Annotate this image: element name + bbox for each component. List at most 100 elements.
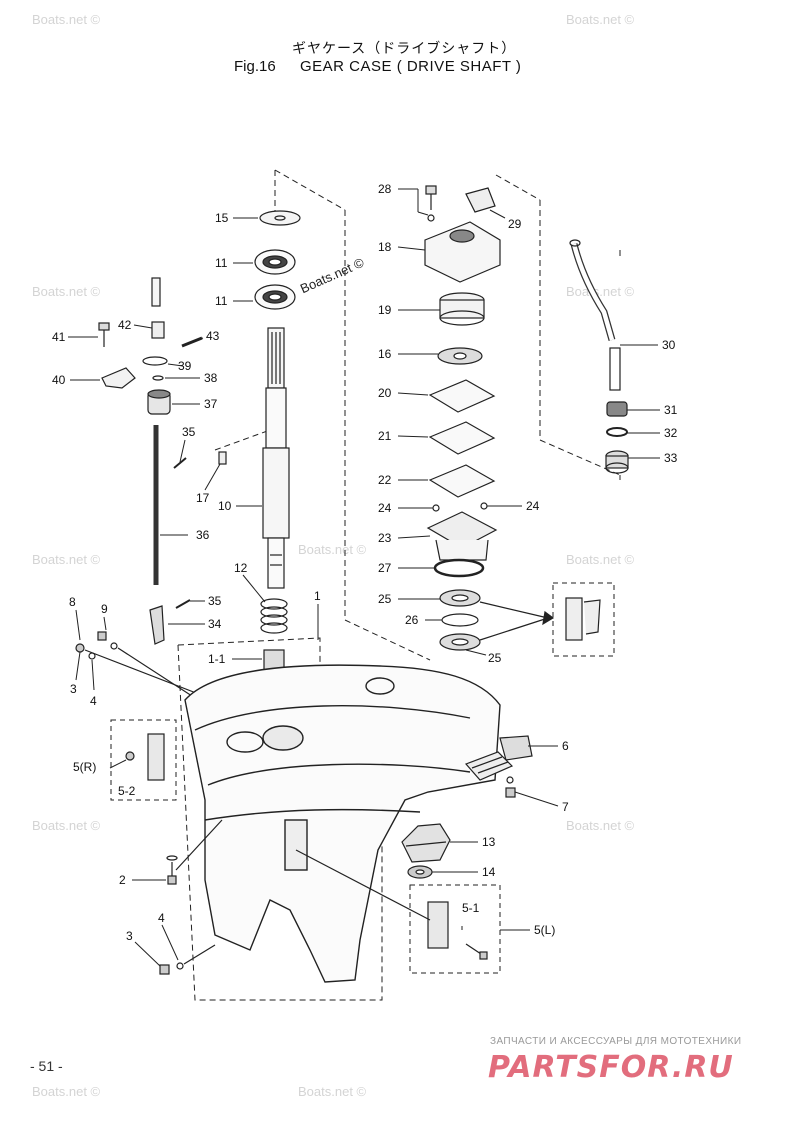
part-11-bearing-upper xyxy=(254,249,296,275)
part-label: 8 xyxy=(69,595,76,609)
part-label: 31 xyxy=(664,403,678,417)
part-11-bearing-lower xyxy=(254,284,296,310)
watermark: Boats.net © xyxy=(298,542,367,557)
part-34-shift-cam xyxy=(149,605,165,645)
part-7-bolt xyxy=(505,787,516,798)
part-label: 24 xyxy=(378,501,392,515)
watermark: Boats.net © xyxy=(566,818,635,833)
part-label: 15 xyxy=(215,211,229,225)
part-8-bolt xyxy=(97,631,107,641)
part-label: 4 xyxy=(90,694,97,708)
part-label: 40 xyxy=(52,373,66,387)
part-label: 35 xyxy=(208,594,222,608)
part-27-o-ring xyxy=(433,558,485,578)
part-label: 9 xyxy=(101,602,108,616)
part-label: 24 xyxy=(526,499,540,513)
part-pin-top xyxy=(151,277,161,307)
part-22-gasket xyxy=(428,464,496,498)
part-26-washer xyxy=(441,613,479,627)
part-33-grommet xyxy=(605,450,629,474)
seal-detail-box xyxy=(552,582,615,657)
part-1-gear-case xyxy=(184,664,501,983)
brand-tagline: ЗАПЧАСТИ И АКСЕССУАРЫ ДЛЯ МОТОТЕХНИКИ xyxy=(490,1036,742,1047)
part-label: 1-1 xyxy=(208,652,226,666)
part-label: 3 xyxy=(70,682,77,696)
part-label: 13 xyxy=(482,835,496,849)
part-7-washer xyxy=(506,776,514,784)
part-label: 1 xyxy=(314,589,321,603)
part-label: 29 xyxy=(508,217,522,231)
part-label: 12 xyxy=(234,561,248,575)
part-37-grommet xyxy=(147,389,171,415)
part-label: 5-2 xyxy=(118,784,136,798)
watermark: Boats.net © xyxy=(298,1084,367,1099)
part-label: 11 xyxy=(215,256,228,270)
part-35-pin-upper xyxy=(173,457,187,469)
watermark: Boats.net © xyxy=(32,552,101,567)
part-label: 39 xyxy=(178,359,192,373)
brand-logo: PARTSFOR.RU xyxy=(488,1050,734,1085)
part-5-1-screen xyxy=(427,901,449,949)
part-label: 16 xyxy=(378,347,392,361)
part-18-pump-case xyxy=(424,221,501,283)
part-6-anode xyxy=(464,735,533,781)
part-label: 32 xyxy=(664,426,678,440)
part-28-bolt xyxy=(425,185,437,222)
part-39-o-ring xyxy=(142,356,168,366)
part-label: 2 xyxy=(119,873,126,887)
part-19-insert-cartridge xyxy=(439,292,485,326)
title-japanese: ギヤケース（ドライブシャフト） xyxy=(292,41,517,57)
part-label: 26 xyxy=(405,613,419,627)
part-label: 43 xyxy=(206,329,220,343)
part-25-oil-seal-upper xyxy=(439,589,481,607)
part-15-washer xyxy=(259,210,301,226)
part-label: 6 xyxy=(562,739,569,753)
part-24-dowel-left xyxy=(432,504,440,512)
part-label: 5(R) xyxy=(73,760,96,774)
part-label: 37 xyxy=(204,397,218,411)
figure-title: GEAR CASE ( DRIVE SHAFT ) xyxy=(300,58,522,75)
part-5-2-screen xyxy=(147,733,165,781)
part-16-impeller xyxy=(437,347,483,365)
figure-number: Fig.16 xyxy=(234,58,276,75)
arrow-icon xyxy=(542,610,555,626)
part-3-upper-bolt xyxy=(75,643,85,653)
part-label: 27 xyxy=(378,561,392,575)
part-label: 14 xyxy=(482,865,496,879)
part-label: 34 xyxy=(208,617,222,631)
part-label: 19 xyxy=(378,303,392,317)
part-29-grommet xyxy=(465,187,496,213)
part-30-water-tube xyxy=(569,239,621,391)
part-40-lever xyxy=(101,367,136,389)
part-32-o-ring xyxy=(606,427,628,437)
part-5l-screw xyxy=(465,943,488,960)
part-9-washer xyxy=(110,642,118,650)
part-10-drive-shaft xyxy=(262,327,290,589)
part-label: 22 xyxy=(378,473,392,487)
part-41-bolt xyxy=(98,322,110,347)
part-12-spring xyxy=(260,598,288,634)
part-21-plate xyxy=(428,421,496,455)
part-5r-screw xyxy=(125,751,135,761)
part-label: 20 xyxy=(378,386,392,400)
part-17-key xyxy=(218,451,227,465)
part-label: 42 xyxy=(118,318,132,332)
part-labels: 15 11 11 41 42 43 39 40 38 37 35 17 10 3… xyxy=(52,182,678,943)
part-24-dowel-right xyxy=(480,502,488,510)
part-label: 25 xyxy=(378,592,392,606)
part-label: 41 xyxy=(52,330,66,344)
part-label: 33 xyxy=(664,451,678,465)
watermark: Boats.net © xyxy=(32,818,101,833)
part-label: 11 xyxy=(215,294,228,308)
part-label: 23 xyxy=(378,531,392,545)
part-38-washer xyxy=(152,375,164,381)
part-label: 17 xyxy=(196,491,210,505)
part-5l-dashed-box xyxy=(409,884,501,974)
part-31-grommet xyxy=(606,401,628,417)
part-20-gasket xyxy=(428,379,496,413)
part-label: 5(L) xyxy=(534,923,555,937)
part-25-oil-seal-lower xyxy=(439,633,481,651)
part-13-pinion-gear xyxy=(401,823,451,863)
part-label: 4 xyxy=(158,911,165,925)
